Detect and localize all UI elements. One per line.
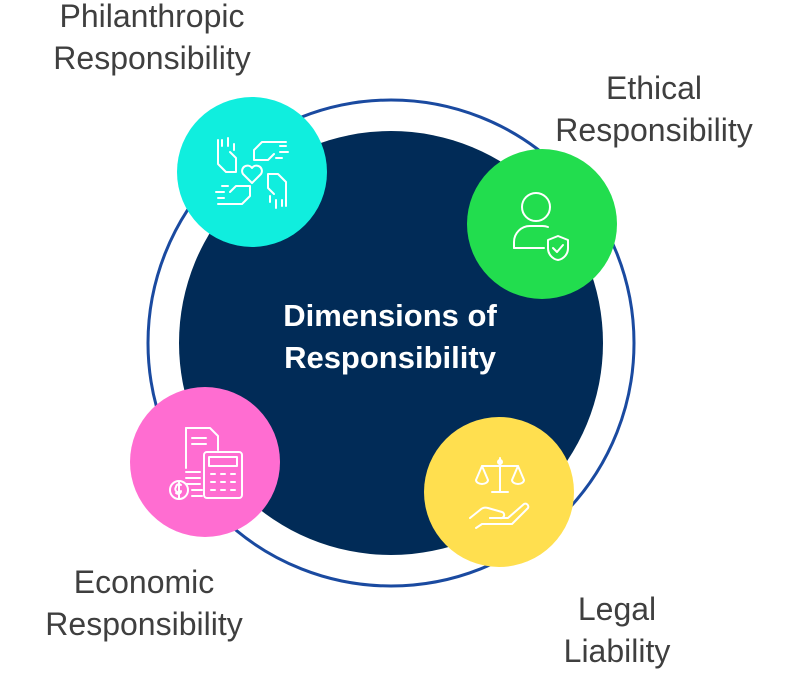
legal-label-line1: Legal <box>577 591 657 627</box>
center-title-line2: Responsibility <box>284 340 496 375</box>
economic-label-line2: Responsibility <box>45 606 243 642</box>
ethical-label-line1: Ethical <box>605 70 703 106</box>
ethical-node <box>467 149 617 299</box>
center-title-line1: Dimensions of <box>283 298 497 333</box>
outer-ring <box>146 98 636 588</box>
philanthropic-node <box>177 97 327 247</box>
economic-node <box>130 387 280 537</box>
economic-label-line1: Economic <box>73 564 215 600</box>
economic-label: Economic Responsibility <box>14 561 274 645</box>
person-shield-icon <box>513 192 570 261</box>
center-title: Dimensions of Responsibility <box>200 295 580 379</box>
ethical-label-line2: Responsibility <box>555 112 753 148</box>
legal-label: Legal Liability <box>487 588 747 672</box>
philanthropic-label-line2: Responsibility <box>53 40 251 76</box>
philanthropic-label: Philanthropic Responsibility <box>22 0 282 79</box>
scales-hand-icon <box>469 457 530 529</box>
legal-node <box>424 417 574 567</box>
ethical-label: Ethical Responsibility <box>524 67 784 151</box>
philanthropic-label-line1: Philanthropic <box>59 0 245 34</box>
calculator-coins-icon <box>169 427 243 500</box>
hands-heart-icon <box>215 137 289 209</box>
legal-label-line2: Liability <box>563 633 671 669</box>
